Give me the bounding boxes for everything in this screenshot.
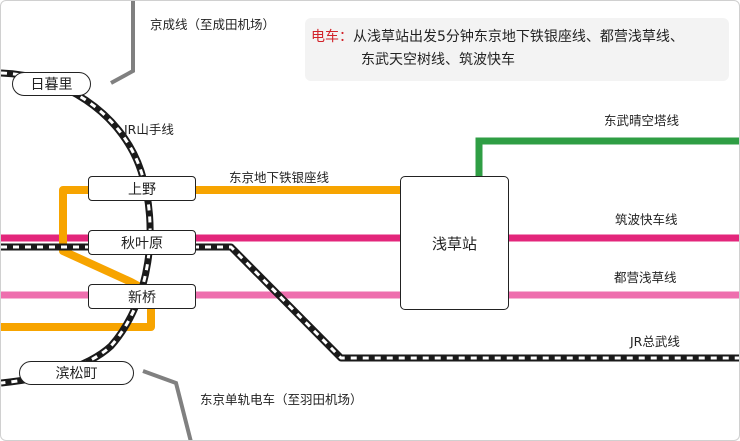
label-toei-asakusa: 都营浅草线 (614, 270, 677, 285)
monorail-line (142, 369, 193, 440)
ginza-line (1, 186, 401, 331)
label-tobu-skytree: 东武晴空塔线 (604, 113, 680, 128)
station-ueno: 上野 (88, 176, 196, 201)
note-line-1: 从浅草站出发5分钟东京地下铁银座线、都营浅草线、 (353, 29, 684, 45)
label-monorail: 东京单轨电车（至羽田机场） (200, 392, 363, 407)
label-keisei: 京成线（至成田机场） (150, 17, 276, 32)
label-jr-sobu: JR总武线 (630, 334, 680, 349)
station-hamamatsucho: 滨松町 (19, 361, 134, 385)
tobu-skytree-line (475, 137, 739, 176)
label-tsukuba: 筑波快车线 (615, 212, 678, 227)
note-key: 电车： (311, 29, 353, 45)
station-nippori: 日暮里 (12, 72, 91, 96)
jr-yamanote-line (1, 69, 154, 387)
label-jr-yamanote: JR山手线 (124, 122, 174, 137)
station-shimbashi: 新桥 (88, 284, 196, 309)
station-asakusa: 浅草站 (400, 176, 509, 310)
label-ginza: 东京地下铁银座线 (229, 170, 330, 185)
keisei-line (110, 1, 135, 85)
note-line-2: 东武天空树线、筑波快车 (361, 52, 515, 68)
station-akihabara: 秋叶原 (88, 230, 196, 255)
access-note: 电车： 从浅草站出发5分钟东京地下铁银座线、都营浅草线、 东武天空树线、筑波快车 (305, 18, 729, 81)
